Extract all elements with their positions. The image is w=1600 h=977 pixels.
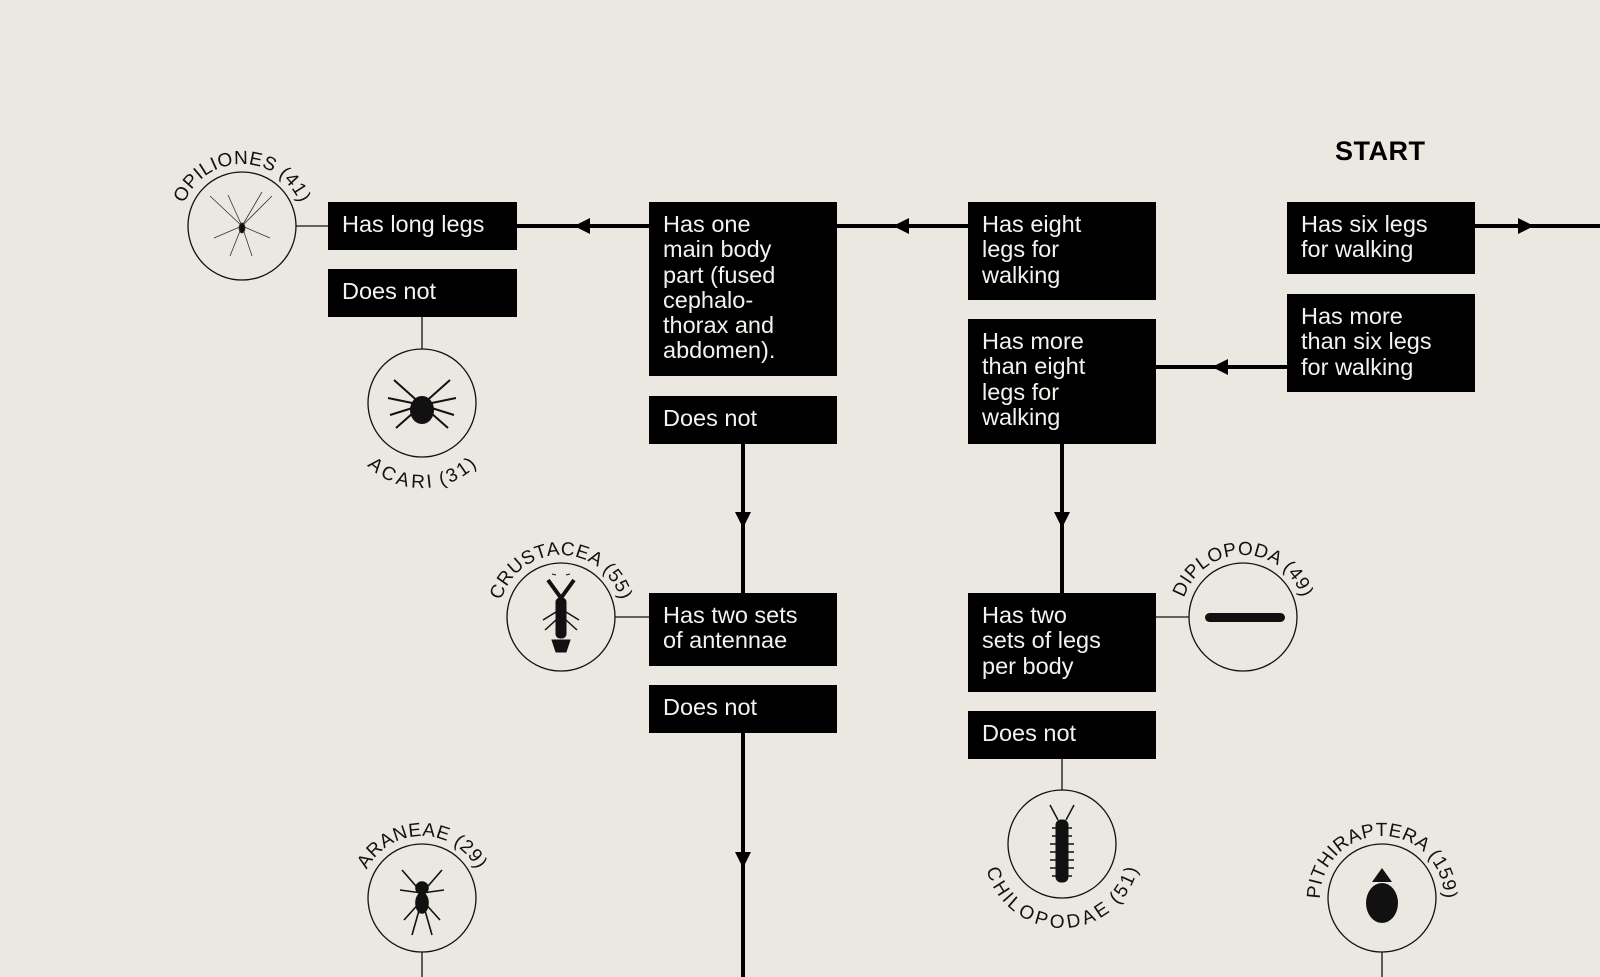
spider-icon [399,869,445,936]
harvestman-icon [209,191,273,257]
arrow-left-icon [574,218,590,234]
arrow-down-icon [735,512,751,528]
question-more-than-six-legs: Has more than six legs for walking [1287,294,1475,392]
answer-does-not-two-antennae: Does not [649,685,837,733]
taxon-label-acari: ACARI (31) [364,453,481,493]
taxon-label-araneae: ARANEAE (29) [353,820,491,873]
crustacea-circle [506,562,616,672]
arrow-right-icon [1518,218,1534,234]
arrow-left-icon [893,218,909,234]
question-more-than-eight-legs: Has more than eight legs for walking [968,319,1156,444]
question-one-body-part: Has one main body part (fused cephalo- t… [649,202,837,376]
pithiraptera-circle [1327,843,1437,953]
arrow-down-icon [735,852,751,868]
answer-does-not-one-body-part: Does not [649,396,837,444]
question-long-legs: Has long legs [328,202,517,250]
arrow-left-icon [1212,359,1228,375]
arrow-down-icon [1054,512,1070,528]
crayfish-icon [542,573,580,653]
acari-circle [367,348,477,458]
araneae-circle [367,843,477,953]
answer-does-not-long-legs: Does not [328,269,517,317]
taxon-label-diplopoda: DIPLOPODA (49) [1169,539,1317,600]
start-label: START [1335,136,1426,166]
mite-icon [387,379,457,429]
question-two-antennae: Has two sets of antennae [649,593,837,666]
question-eight-legs: Has eight legs for walking [968,202,1156,300]
opiliones-circle [187,171,297,281]
question-six-legs: Has six legs for walking [1287,202,1475,274]
louse-icon [1366,868,1398,923]
millipede-icon [1205,613,1285,622]
centipede-icon [1049,804,1075,883]
chilopodae-circle [1007,789,1117,899]
answer-does-not-two-legs-per-body: Does not [968,711,1156,759]
taxon-label-crustacea: CRUSTACEA (55) [486,539,636,602]
question-two-legs-per-body: Has two sets of legs per body [968,593,1156,692]
taxon-label-opiliones: OPILIONES (41) [170,148,315,206]
diplopoda-circle [1188,562,1298,672]
